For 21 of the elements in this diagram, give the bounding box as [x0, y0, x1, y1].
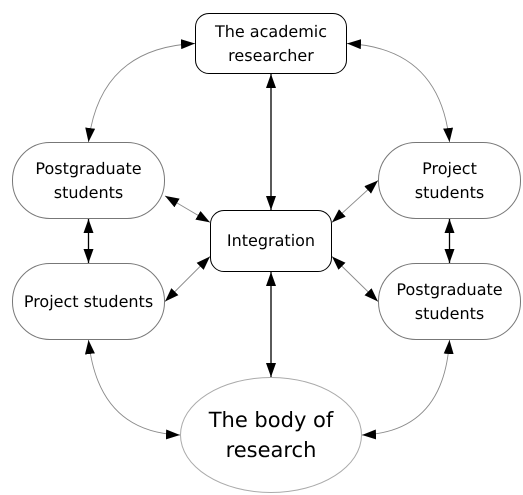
node-label: The academic researcher — [214, 21, 328, 66]
double-arrow — [266, 74, 276, 210]
node-label: The body of research — [208, 406, 335, 464]
rounded-box — [195, 13, 347, 74]
double-arrow — [444, 219, 454, 263]
double-arrow — [84, 219, 94, 263]
node-label: Postgraduate students — [34, 158, 143, 204]
node-label: Postgraduate students — [395, 279, 504, 324]
rounded-box — [210, 210, 332, 272]
node-label: Project students — [414, 158, 486, 204]
double-arrow — [266, 272, 276, 377]
double-arrow — [164, 195, 210, 223]
double-arrow — [332, 180, 378, 223]
double-arrow — [346, 40, 452, 142]
double-arrow — [164, 256, 210, 302]
node-label: Project students — [24, 290, 154, 313]
node-label: Integration — [226, 230, 316, 252]
double-arrow — [362, 340, 454, 439]
double-arrow — [332, 256, 378, 302]
double-arrow — [86, 340, 180, 439]
double-arrow — [86, 40, 196, 142]
